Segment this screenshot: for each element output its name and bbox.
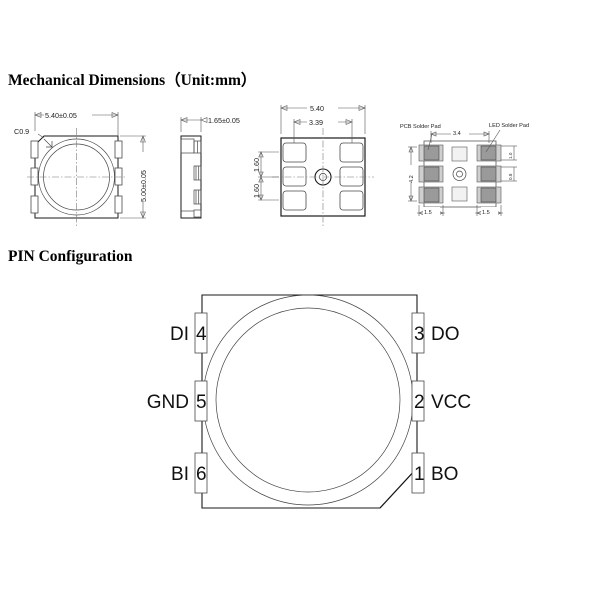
pin-name-vcc: VCC xyxy=(431,392,471,413)
pin-number-5: 5 xyxy=(196,392,207,413)
section-title-pin: PIN Configuration xyxy=(8,248,133,265)
top-view-height-dim: 5.00±0.05 xyxy=(139,170,148,202)
footprint-pad-h-mid-dim: 0.8 xyxy=(508,173,513,180)
bottom-view-pad-span-dim: 3.39 xyxy=(309,118,323,127)
pin-name-di: DI xyxy=(170,324,189,345)
pin-name-do: DO xyxy=(431,324,460,345)
bottom-view-pitch-dim-1: 1.60 xyxy=(252,158,261,172)
bottom-view-drawing: 5.40 3.39 1.60 1.60 xyxy=(252,101,374,226)
footprint-pad-width-right-dim: 1.5 xyxy=(482,210,490,216)
pin-number-4: 4 xyxy=(196,324,207,345)
pin-pad-1 xyxy=(411,452,425,494)
pin-number-6: 6 xyxy=(196,464,207,485)
pin-pad-2 xyxy=(411,380,425,422)
pin-number-3: 3 xyxy=(414,324,425,345)
footprint-pad-h-top-dim: 1.0 xyxy=(508,152,513,159)
package-body xyxy=(201,294,418,509)
top-view-width-dim: 5.40±0.05 xyxy=(45,111,77,120)
lens-outer-circle xyxy=(202,294,414,506)
top-view-drawing: 5.40±0.05 5.00±0.05 C0.9 xyxy=(14,108,148,226)
pin-name-bi: BI xyxy=(171,464,189,485)
pin1-chamfer-icon xyxy=(379,467,418,509)
side-view-thickness-dim: 1.65±0.05 xyxy=(208,116,240,125)
pin-name-bo: BO xyxy=(431,464,458,485)
lens-inner-circle xyxy=(215,307,401,493)
pin-pad-4 xyxy=(194,312,208,354)
section-title-mechanical: Mechanical Dimensions（Unit:mm） xyxy=(8,72,257,89)
pin-name-gnd: GND xyxy=(147,392,189,413)
footprint-drawing: 3.4 4.2 1.5 1.5 xyxy=(400,123,529,216)
led-solder-pad-label: LED Solder Pad xyxy=(489,123,529,129)
chamfer-label: C0.9 xyxy=(14,127,29,136)
pcb-solder-pad-label: PCB Solder Pad xyxy=(400,124,441,130)
pin-number-1: 1 xyxy=(414,464,425,485)
pin-pad-6 xyxy=(194,452,208,494)
pin-pad-3 xyxy=(411,312,425,354)
pin-number-2: 2 xyxy=(414,392,425,413)
side-view-drawing: 1.65±0.05 xyxy=(180,116,240,219)
pin-pad-5 xyxy=(194,380,208,422)
footprint-pad-width-left-dim: 1.5 xyxy=(424,210,432,216)
footprint-width-dim: 3.4 xyxy=(453,131,461,137)
bottom-view-pitch-dim-2: 1.60 xyxy=(252,184,261,198)
footprint-height-dim: 4.2 xyxy=(409,175,415,183)
bottom-view-overall-dim: 5.40 xyxy=(310,104,324,113)
